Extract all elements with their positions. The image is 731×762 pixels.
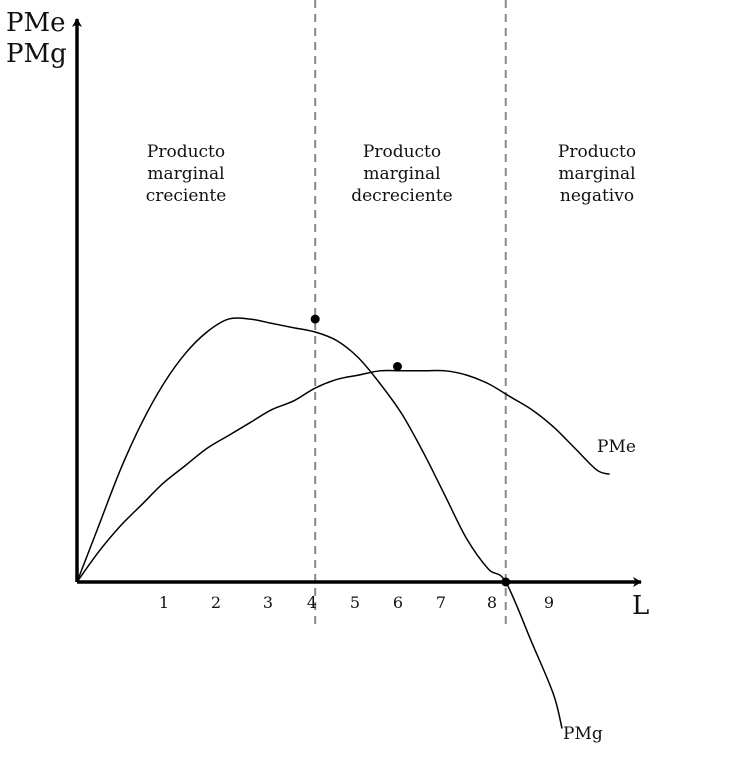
region-2-label-line-3: decreciente [351, 186, 453, 206]
x-tick-label-9: 9 [544, 593, 554, 612]
region-3-label-line-1: Producto [558, 142, 636, 162]
marked-point-2 [392, 362, 402, 371]
y-axis-title-line-2: PMg [6, 39, 67, 69]
x-tick-label-6: 6 [393, 593, 403, 612]
curve-pme [76, 369, 610, 583]
region-labels: ProductomarginalcrecienteProductomargina… [146, 142, 636, 206]
region-1-label-line-2: marginal [147, 164, 224, 184]
region-dividers [314, 0, 507, 628]
x-axis-title: L [632, 591, 649, 621]
x-tick-label-3: 3 [263, 593, 273, 612]
y-axis-title-line-1: PMe [6, 8, 66, 38]
x-tick-label-2: 2 [211, 593, 221, 612]
curve-pmg [76, 317, 563, 729]
x-tick-label-7: 7 [436, 593, 446, 612]
x-tick-label-8: 8 [487, 593, 497, 612]
series-labels: PMg PMe [563, 437, 636, 744]
region-3-label-line-2: marginal [558, 164, 635, 184]
region-1-label-line-3: creciente [146, 186, 227, 206]
x-tick-label-5: 5 [350, 593, 360, 612]
series-label-pme: PMe [597, 437, 636, 457]
marked-points [310, 314, 511, 587]
region-1-label-line-1: Producto [147, 142, 225, 162]
x-tick-label-4: 4 [307, 593, 317, 612]
region-2-label-line-2: marginal [363, 164, 440, 184]
x-tick-labels: 1 2 3 4 5 6 7 8 9 [159, 593, 554, 612]
curves [76, 317, 610, 729]
marked-point-3 [501, 577, 511, 587]
series-label-pmg: PMg [563, 724, 603, 744]
region-3-label-line-3: negativo [560, 186, 634, 206]
region-2-label-line-1: Producto [363, 142, 441, 162]
x-tick-label-1: 1 [159, 593, 169, 612]
marked-point-1 [310, 314, 320, 324]
